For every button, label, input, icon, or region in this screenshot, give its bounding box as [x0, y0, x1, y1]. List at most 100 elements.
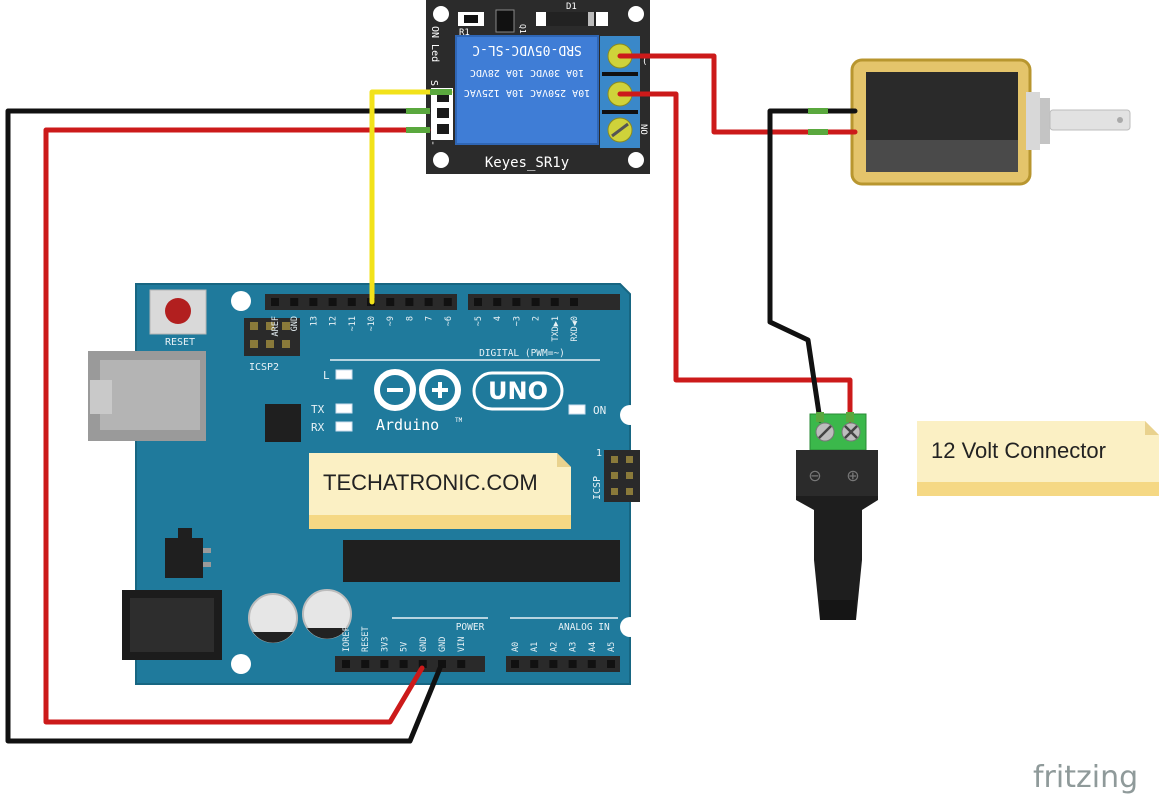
arduino-logo-text: Arduino — [376, 416, 439, 434]
capacitor — [248, 593, 298, 643]
mounting-hole — [231, 291, 251, 311]
pin-label: 12 — [329, 316, 339, 326]
header-pin — [361, 660, 370, 668]
pin-label: 13 — [309, 316, 319, 326]
pin-label: GND — [438, 637, 448, 652]
q1-label: Q1 — [518, 24, 527, 34]
pin-label: 7 — [425, 316, 435, 321]
header-pin — [438, 660, 446, 668]
wires — [5, 53, 858, 744]
uno-text: UNO — [488, 377, 548, 405]
header-pin — [418, 660, 427, 668]
reset-label: RESET — [165, 337, 195, 348]
pin-label: AREF — [271, 316, 281, 336]
mounting-hole — [433, 152, 449, 168]
header-pin — [405, 298, 414, 306]
pin-label: ~3 — [512, 316, 522, 326]
header-pin — [290, 298, 299, 306]
com-label: ( — [642, 57, 647, 67]
dc-jack-adapter: ⊖ ⊕ — [796, 413, 878, 620]
voltage-regulator — [165, 528, 211, 578]
led-l — [335, 369, 353, 380]
pin-label: ~5 — [474, 316, 484, 326]
pin-label: 4 — [493, 316, 503, 321]
pin-label: TXD▶1 — [551, 316, 561, 342]
header-pin — [493, 298, 502, 306]
header-pin — [342, 660, 350, 668]
digital-label: DIGITAL (PWM=~) — [479, 348, 565, 359]
header-pin — [347, 298, 356, 306]
relay-rating-dc: 10A 30VDC 10A 28VDC — [470, 67, 584, 78]
wire-solenoid-to-jack — [767, 108, 858, 423]
pin-label: A1 — [530, 642, 540, 652]
no-label: NO — [638, 124, 648, 135]
icsp-one: 1 — [596, 448, 602, 459]
led-rx-label: RX — [311, 421, 325, 434]
mounting-hole — [628, 152, 644, 168]
header-pin — [607, 660, 615, 668]
icsp-label: ICSP — [592, 476, 603, 500]
header-pin — [380, 660, 389, 668]
mounting-hole — [620, 617, 640, 637]
relay-rating-ac: 10A 250VAC 10A 125VAC — [464, 87, 590, 98]
header-pin — [512, 298, 521, 306]
header-pin — [570, 298, 578, 306]
wire-gnd-to-relay — [5, 108, 443, 744]
led-on — [568, 404, 586, 415]
power-label: POWER — [456, 622, 485, 633]
mounting-hole — [628, 6, 644, 22]
header-pin — [511, 660, 519, 668]
mounting-hole — [433, 6, 449, 22]
pin-label: GND — [290, 316, 300, 331]
mounting-hole — [231, 654, 251, 674]
pin-label: ~9 — [386, 316, 396, 326]
wire-end-tips — [406, 89, 854, 422]
header-pin — [568, 660, 577, 668]
header-pin — [530, 660, 539, 668]
pin-label: VIN — [457, 637, 467, 652]
fritzing-watermark: fritzing — [1033, 760, 1138, 795]
pin-label: A4 — [588, 642, 598, 652]
pin-label: A5 — [607, 642, 617, 652]
reset-button[interactable] — [149, 289, 207, 335]
barrel-jack — [122, 590, 222, 660]
header-pin — [549, 660, 558, 668]
led-tx — [335, 403, 353, 414]
website-note: TECHATRONIC.COM — [309, 453, 571, 529]
analog-pin-labels: A0 A1 A2 A3 A4 A5 — [511, 642, 617, 652]
header-pin — [443, 298, 452, 306]
solenoid-lock — [850, 58, 1131, 186]
header-pin — [550, 298, 559, 306]
header-pin — [457, 660, 466, 668]
pin-label: IOREF — [342, 626, 352, 652]
pin-label: ~6 — [444, 316, 454, 326]
pin-label: 3V3 — [380, 637, 390, 652]
pin-label: RESET — [361, 626, 371, 652]
led-rx — [335, 421, 353, 432]
wire-5v-to-relay — [43, 127, 431, 725]
header-pin — [271, 298, 279, 306]
jack-minus-symbol: ⊖ — [808, 466, 821, 485]
atmega-chip — [343, 540, 620, 582]
analog-header — [506, 656, 620, 672]
pin-label: 5V — [400, 642, 410, 652]
pin-label: A3 — [569, 642, 579, 652]
dash-label: - — [427, 140, 438, 146]
led-tx-label: TX — [311, 403, 325, 416]
icsp2-header — [244, 318, 300, 356]
led-l-label: L — [323, 369, 330, 382]
digital-pin-row — [271, 298, 578, 306]
icsp-header — [604, 450, 640, 502]
connector-note: 12 Volt Connector — [917, 421, 1159, 496]
capacitor — [302, 589, 352, 639]
pin-label: A0 — [511, 642, 521, 652]
relay-module: R1 Q1 D1 SRD-05VDC-SL-C 10A 30VDC 10A 28… — [426, 0, 650, 174]
s-label: S — [428, 80, 439, 86]
header-pin — [587, 660, 596, 668]
digital-header-right — [468, 294, 620, 310]
header-pin — [531, 298, 540, 306]
pin-label: A2 — [549, 642, 559, 652]
